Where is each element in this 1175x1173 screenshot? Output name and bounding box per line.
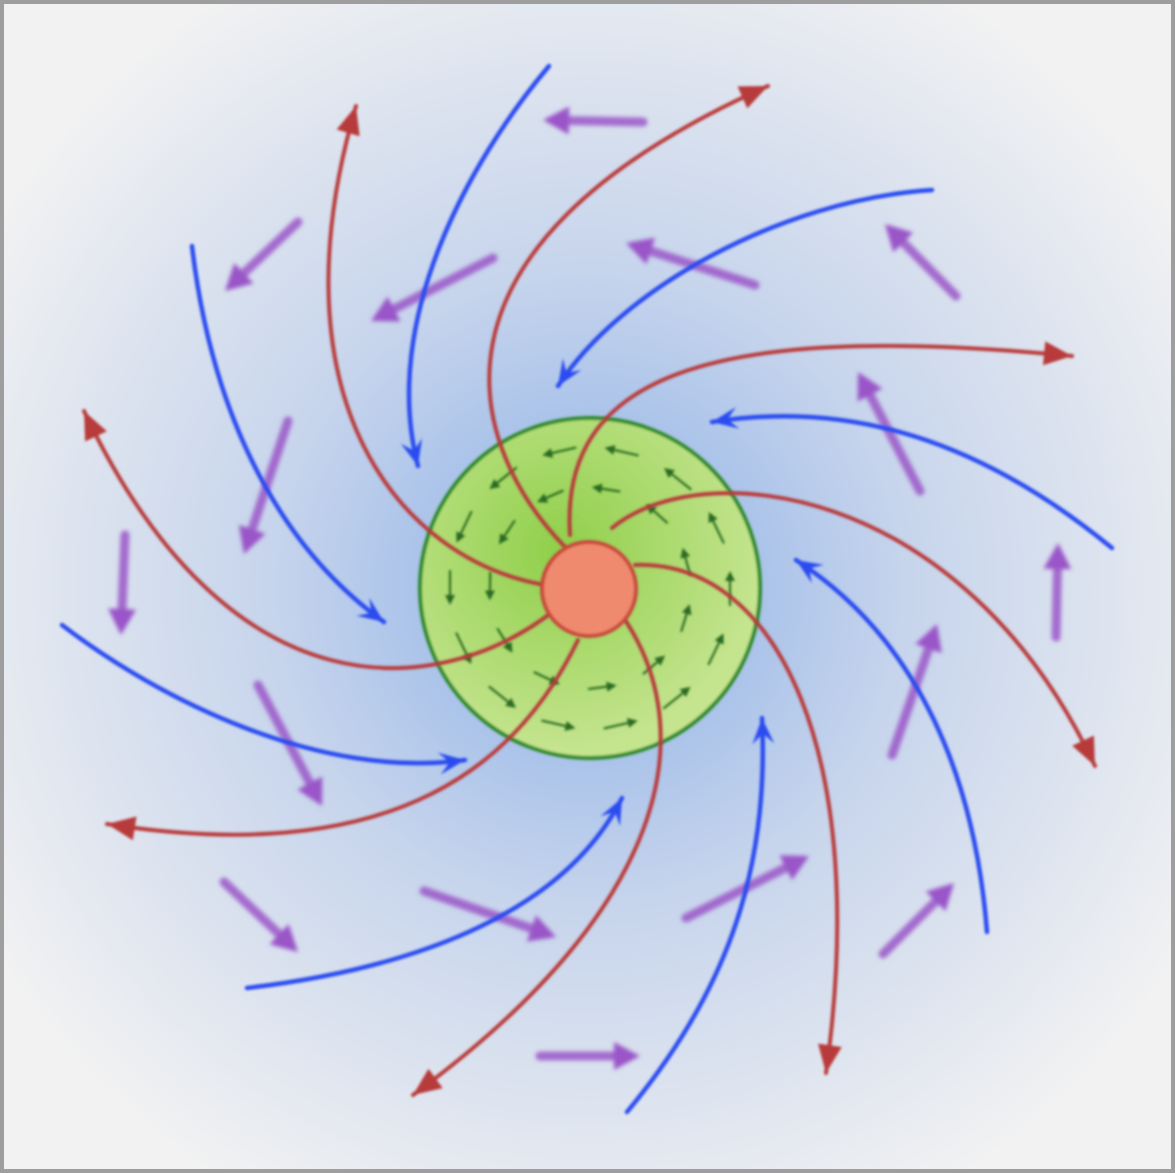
drift-arrowhead-icon (885, 224, 914, 253)
drift-arrow (891, 230, 961, 301)
drift-arrowhead-icon (238, 524, 266, 554)
drift-arrowhead-icon (1043, 543, 1072, 570)
drift-arrow (860, 381, 925, 496)
inner-flow-arrowhead-icon (484, 590, 495, 601)
inner-flow-arrowhead-icon (498, 533, 509, 545)
inner-flow-arrowhead-icon (604, 445, 616, 455)
drift-arrow (380, 253, 498, 319)
inner-flow-arrowhead-icon (714, 633, 724, 645)
drift-arrow (219, 877, 291, 946)
outward-field-line (82, 409, 557, 671)
inner-flow-arrow (662, 689, 687, 710)
inner-flow-arrowhead-icon (708, 511, 718, 524)
drift-arrowhead-icon (779, 855, 809, 881)
outward-arrowhead-icon (84, 411, 107, 442)
inward-arrowhead-icon (752, 718, 775, 745)
inward-field-line (793, 557, 990, 935)
inner-flow-arrowhead-icon (680, 547, 691, 559)
drift-arrow (887, 634, 937, 760)
drift-arrow (1051, 554, 1063, 642)
inner-flow-arrowhead-icon (663, 467, 675, 479)
drift-arrow (554, 115, 648, 127)
drift-arrowhead-icon (297, 776, 323, 806)
drift-arrowhead-icon (269, 923, 298, 952)
inner-flow-arrow (707, 637, 723, 666)
inner-flow-arrowhead-icon (505, 697, 517, 709)
inward-arrowhead-icon (400, 438, 423, 466)
inner-flow-arrowhead-icon (654, 655, 666, 666)
inner-flow-arrowhead-icon (725, 571, 735, 581)
inner-flow-arrowhead-icon (679, 686, 691, 698)
inward-arrowhead-icon (437, 752, 465, 775)
central-core (540, 540, 638, 638)
outward-arrowhead-icon (1042, 341, 1072, 366)
outward-arrowhead-icon (818, 1043, 842, 1073)
drift-arrow (117, 530, 130, 624)
inward-field-line (624, 715, 765, 1115)
drift-arrow (244, 416, 293, 544)
inner-flow-arrow (609, 447, 639, 457)
drift-arrow (681, 858, 800, 923)
inward-field-line (189, 243, 387, 625)
inward-arrowhead-icon (558, 358, 582, 386)
inward-field-line (59, 622, 468, 766)
inner-flow-arrowhead-icon (626, 718, 638, 728)
drift-arrowhead-icon (225, 262, 254, 291)
inner-flow-arrow (455, 632, 470, 660)
outward-arrowhead-icon (336, 106, 360, 137)
inner-flow-arrow (488, 685, 513, 706)
inner-flow-arrow (667, 470, 692, 491)
vortex-field-diagram (4, 4, 1171, 1169)
inner-flow-arrowhead-icon (502, 641, 513, 653)
inner-flow-arrow (710, 516, 725, 544)
drift-arrowhead-icon (626, 237, 656, 265)
inner-flow-arrowhead-icon (489, 478, 501, 490)
drift-arrowhead-icon (915, 624, 942, 654)
inward-field-line (555, 187, 935, 389)
outward-field-line (326, 104, 547, 587)
inward-arrowhead-icon (600, 798, 622, 827)
inner-flow-arrowhead-icon (681, 604, 692, 616)
inner-flow-arrow (457, 510, 473, 539)
inner-flow-arrowhead-icon (445, 595, 455, 605)
inner-flow-arrow (603, 720, 633, 730)
inward-field-line (709, 413, 1115, 551)
outward-field-line (487, 84, 770, 550)
drift-arrow (253, 680, 320, 797)
drift-arrowhead-icon (543, 106, 570, 135)
outward-field-line (411, 608, 663, 1097)
outward-arrowhead-icon (107, 816, 137, 841)
outward-arrowhead-icon (1072, 735, 1095, 766)
drift-arrowhead-icon (526, 915, 556, 942)
inner-flow-arrowhead-icon (456, 531, 466, 543)
inner-flow-arrowhead-icon (536, 493, 549, 503)
inward-arrowhead-icon (712, 407, 740, 429)
inward-arrowhead-icon (796, 560, 824, 584)
inward-arrowhead-icon (356, 597, 384, 622)
drift-arrowhead-icon (857, 372, 883, 402)
inward-field-line (244, 795, 625, 991)
inward-field-line (406, 63, 552, 469)
outward-field-line (610, 491, 1097, 768)
inner-flow-arrow (541, 719, 571, 729)
inner-flow-arrowhead-icon (606, 681, 617, 692)
drift-arrow (636, 243, 760, 290)
outward-arrowhead-icon (413, 1068, 443, 1095)
drift-arrow (232, 217, 303, 285)
outward-field-line (567, 343, 1074, 537)
drift-arrowhead-icon (614, 1042, 640, 1070)
drift-arrow (419, 886, 546, 937)
drift-arrowhead-icon (108, 608, 137, 635)
inner-flow-arrow (547, 446, 577, 456)
drift-arrowhead-icon (925, 883, 954, 912)
drift-arrowhead-icon (371, 296, 401, 322)
inner-flow-arrowhead-icon (542, 448, 554, 458)
outward-field-line (633, 562, 840, 1075)
inner-flow-arrowhead-icon (564, 721, 576, 731)
outward-field-line (105, 638, 580, 837)
outward-arrowhead-icon (737, 86, 768, 109)
drift-arrow (878, 889, 948, 959)
inner-flow-arrowhead-icon (591, 483, 603, 494)
